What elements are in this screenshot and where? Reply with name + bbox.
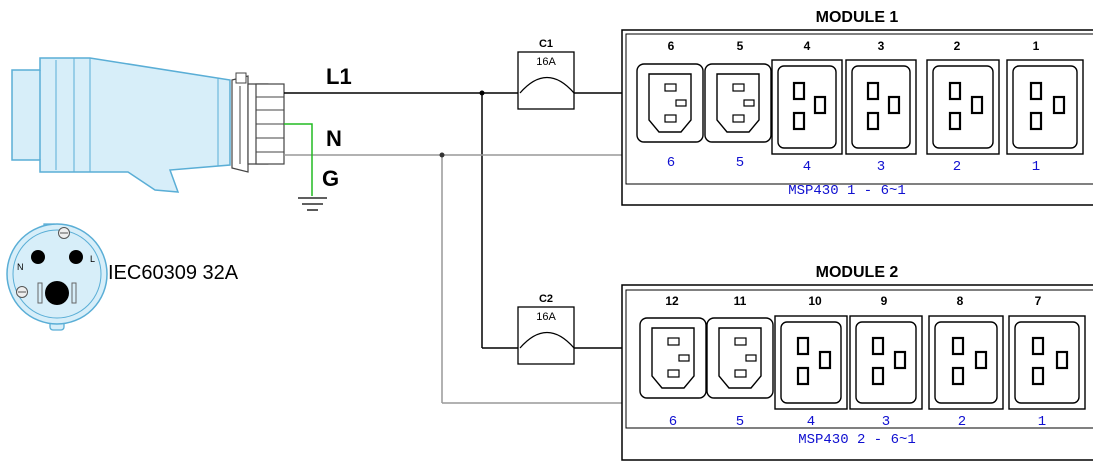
c13-outlet: [636, 63, 704, 143]
c13-outlet: [706, 317, 774, 399]
module-2-inner-frame: [625, 289, 1093, 429]
c19-outlet: [771, 59, 843, 155]
module-1-port-number: 6: [667, 155, 675, 171]
screw-icon: [16, 286, 28, 298]
c19-outlet: [1008, 315, 1086, 410]
screw-icon: [58, 227, 70, 239]
module-1-outlet-number: 1: [1033, 39, 1040, 53]
plug-side-view: [11, 57, 285, 193]
module-2-port-number: 3: [882, 414, 890, 430]
c13-outlet: [704, 63, 772, 143]
c19-outlet: [1006, 59, 1084, 155]
module-1-outlet-number: 2: [954, 39, 961, 53]
module-2-outlet-number: 7: [1035, 294, 1042, 308]
c19-outlet: [774, 315, 848, 410]
module-2-model-label: MSP430 2 - 6~1: [798, 432, 916, 448]
c19-outlet: [926, 59, 1000, 155]
line-junction: [479, 90, 485, 96]
module-1-model-label: MSP430 1 - 6~1: [788, 183, 906, 199]
c19-outlet: [928, 315, 1004, 410]
module-2-title: MODULE 2: [816, 264, 899, 281]
wire-label-neutral: N: [326, 126, 342, 151]
wire-label-line: L1: [326, 64, 352, 89]
module-1-port-number: 4: [803, 159, 811, 175]
breaker-c1-name: C1: [539, 38, 553, 50]
pin-label-line: L: [90, 254, 95, 264]
c19-outlet: [849, 315, 923, 410]
breaker-c2-name: C2: [539, 293, 553, 305]
breaker-c1: C1 16A: [517, 38, 575, 110]
c19-outlet: [845, 59, 917, 155]
module-2-outlet-number: 9: [881, 294, 888, 308]
plug-label: IEC60309 32A: [108, 262, 239, 284]
wiring: L1 N G: [284, 64, 622, 404]
module-1-title: MODULE 1: [816, 9, 899, 26]
module-2-port-number: 6: [669, 414, 677, 430]
breaker-c1-rating: 16A: [536, 56, 556, 68]
module-2-outlet-number: 12: [665, 294, 679, 308]
module-2-port-number: 1: [1038, 414, 1046, 430]
module-1: MODULE 1 6 5 4 3 2 1: [621, 9, 1093, 206]
pin-line: [69, 250, 83, 264]
module-1-port-number: 3: [877, 159, 885, 175]
module-1-outlet-number: 6: [668, 39, 675, 53]
pin-ground: [45, 281, 69, 305]
module-2-port-number: 4: [807, 414, 815, 430]
pin-label-neutral: N: [17, 262, 24, 272]
module-1-port-number: 1: [1032, 159, 1040, 175]
module-1-outlet-number: 4: [804, 39, 811, 53]
module-1-inner-frame: [625, 33, 1093, 185]
c13-outlet: [639, 317, 707, 399]
wire-label-ground: G: [322, 166, 339, 191]
module-2: MODULE 2 12 11 10 9 8 7: [621, 264, 1093, 461]
module-1-port-number: 2: [953, 159, 961, 175]
module-2-outlet-number: 8: [957, 294, 964, 308]
ground-symbol: [298, 197, 327, 211]
module-2-port-number: 2: [958, 414, 966, 430]
plug-front-view: N L: [6, 223, 108, 331]
module-2-outlet-number: 10: [808, 294, 822, 308]
breaker-c2: C2 16A: [517, 293, 575, 365]
module-1-outlet-number: 3: [878, 39, 885, 53]
module-1-outlet-number: 5: [737, 39, 744, 53]
ground-wire: [284, 123, 313, 196]
neutral-junction: [439, 152, 445, 158]
module-1-port-number: 5: [736, 155, 744, 171]
module-2-outlet-number: 11: [734, 294, 747, 308]
pin-neutral: [31, 250, 45, 264]
breaker-c2-rating: 16A: [536, 311, 556, 323]
module-2-port-number: 5: [736, 414, 744, 430]
